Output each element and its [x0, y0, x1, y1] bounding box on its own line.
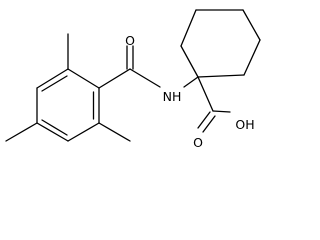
ring-bond — [67, 122, 100, 142]
ring-bond — [197, 74, 245, 78]
amide-nitrogen-label: NH — [163, 89, 182, 104]
chemical-structure: O NH OH O — [5, 9, 261, 150]
ring-bond-inner — [41, 75, 68, 92]
ring-bond — [180, 45, 199, 78]
ring-bond — [242, 9, 261, 41]
ring-bond — [243, 39, 261, 76]
methyl-bond-bottom — [98, 122, 131, 142]
nitrogen-carbon-bond — [183, 76, 199, 88]
benzene-ring — [36, 68, 100, 142]
cyclohexane-ring — [180, 9, 261, 78]
carbonyl-nitrogen-bond — [129, 68, 161, 88]
carboxyl-oh-bond — [212, 110, 231, 113]
methyl-bond-left — [5, 122, 38, 142]
ring-bond — [36, 122, 69, 142]
acid-carbonyl-double-bond-a — [197, 111, 211, 129]
acid-carbonyl-oxygen-label: O — [193, 135, 203, 150]
ring-bond — [36, 68, 69, 89]
ring-bond — [180, 9, 197, 47]
ring-bond-inner — [41, 119, 68, 136]
aryl-carbonyl-bond — [98, 68, 131, 89]
carboxyl-bond — [197, 76, 214, 112]
carbonyl-oxygen-label: O — [125, 33, 135, 48]
hydroxyl-label: OH — [235, 117, 254, 132]
ring-bond — [67, 68, 100, 89]
acid-carbonyl-double-bond-b — [202, 115, 216, 133]
